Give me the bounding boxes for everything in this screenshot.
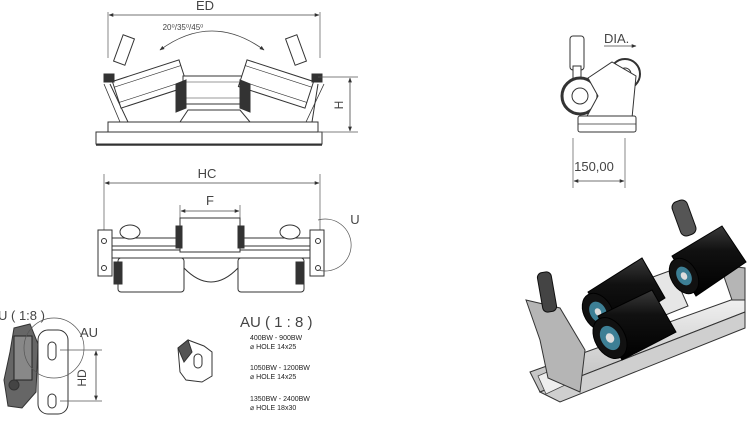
hole-note-size: ⌀ HOLE 14x25: [250, 374, 297, 381]
center-roller: [182, 75, 244, 105]
hole-note-size: ⌀ HOLE 18x30: [250, 405, 297, 412]
u-label: U: [350, 212, 359, 227]
outer-bracket-right: [284, 34, 308, 66]
dia-label: DIA.: [604, 31, 629, 46]
hole-note-2: 1050BW - 1200BW ⌀ HOLE 14x25: [250, 364, 310, 382]
top-center-roller: [179, 217, 241, 253]
hd-label: HD: [75, 369, 89, 387]
hole-note-1: 400BW - 900BW ⌀ HOLE 14x25: [250, 334, 302, 352]
hole-note-range: 1350BW - 2400BW: [250, 396, 310, 403]
ed-label: ED: [196, 0, 214, 13]
hc-label: HC: [198, 166, 217, 181]
iso-roller-left: [592, 289, 677, 361]
iso-roller-right: [668, 225, 747, 297]
detail-u-view: [3, 317, 102, 415]
top-left-wing-roller: [117, 257, 185, 293]
side-view: [560, 35, 641, 188]
u-scale-label: U ( 1:8 ): [0, 308, 45, 323]
detail-u-bracket-plate: [37, 329, 69, 415]
iso-post-left: [536, 271, 558, 313]
dim-150-label: 150,00: [574, 159, 614, 174]
side-bracket-post: [569, 35, 585, 71]
hole-note-size: ⌀ HOLE 14x25: [250, 344, 297, 351]
hole-note-range: 400BW - 900BW: [250, 335, 303, 342]
au-detail-circle: [23, 317, 85, 379]
inner-bracket-right: [239, 79, 251, 113]
slot-hole-upper: [47, 341, 57, 361]
au-label: AU: [80, 325, 98, 340]
trough-angle-label: 20⁰/35⁰/45⁰: [163, 23, 204, 32]
au-scale-label: AU ( 1 : 8 ): [240, 314, 313, 331]
hole-note-range: 1050BW - 1200BW: [250, 365, 310, 372]
iso-post-right: [671, 199, 697, 237]
isometric-view: [525, 199, 747, 403]
hole-note-3: 1350BW - 2400BW ⌀ HOLE 18x30: [250, 395, 310, 413]
left-wing-roller: [111, 59, 189, 109]
iso-bracket-left: [525, 299, 586, 393]
inner-bracket-left: [175, 79, 187, 113]
base-frame: [107, 121, 319, 133]
slot-hole-lower: [47, 393, 57, 409]
front-view: [95, 12, 358, 146]
top-right-wing-roller: [237, 257, 305, 293]
detail-au-view: [177, 339, 213, 383]
u-detail-circle: [317, 218, 352, 272]
h-label: H: [332, 101, 346, 110]
top-view: [97, 174, 352, 293]
right-wing-roller: [237, 59, 315, 109]
outer-bracket-left: [112, 34, 136, 66]
f-label: F: [206, 193, 214, 208]
detail-au-hole: [193, 353, 203, 369]
trough-angle-arc: [159, 30, 265, 51]
base-plate: [95, 131, 323, 145]
